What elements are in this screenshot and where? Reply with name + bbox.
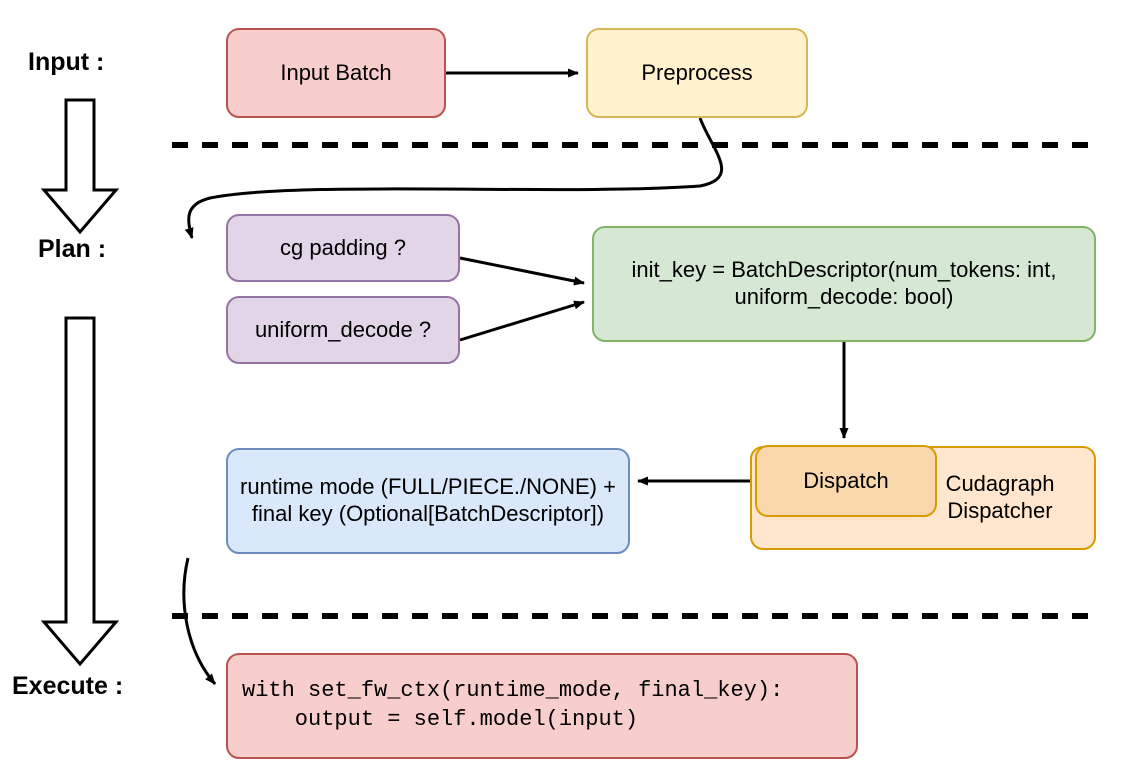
- stage-arrow-plan-execute: [40, 316, 120, 667]
- node-uniform-decode[interactable]: uniform_decode ?: [226, 296, 460, 364]
- node-runtime-mode[interactable]: runtime mode (FULL/PIECE./NONE) + final …: [226, 448, 630, 554]
- node-preprocess[interactable]: Preprocess: [586, 28, 808, 118]
- connector-cg-padding-to-init-key: [459, 256, 585, 286]
- node-input-batch[interactable]: Input Batch: [226, 28, 446, 118]
- cudagraph-dispatcher-label: Cudagraph Dispatcher: [945, 471, 1055, 523]
- node-dispatch[interactable]: Dispatch: [755, 445, 937, 517]
- stage-label-input: Input :: [28, 48, 105, 76]
- connector-runtime-mode-to-execute-code: [182, 557, 217, 685]
- node-cg-padding[interactable]: cg padding ?: [226, 214, 460, 282]
- stage-label-plan: Plan :: [38, 235, 107, 263]
- connector-uniform-decode-to-init-key: [459, 300, 585, 342]
- stage-label-execute: Execute :: [12, 672, 124, 700]
- node-init-key[interactable]: init_key = BatchDescriptor(num_tokens: i…: [592, 226, 1096, 342]
- node-execute-code[interactable]: with set_fw_ctx(runtime_mode, final_key)…: [226, 653, 858, 759]
- stage-arrow-input-plan: [40, 98, 120, 235]
